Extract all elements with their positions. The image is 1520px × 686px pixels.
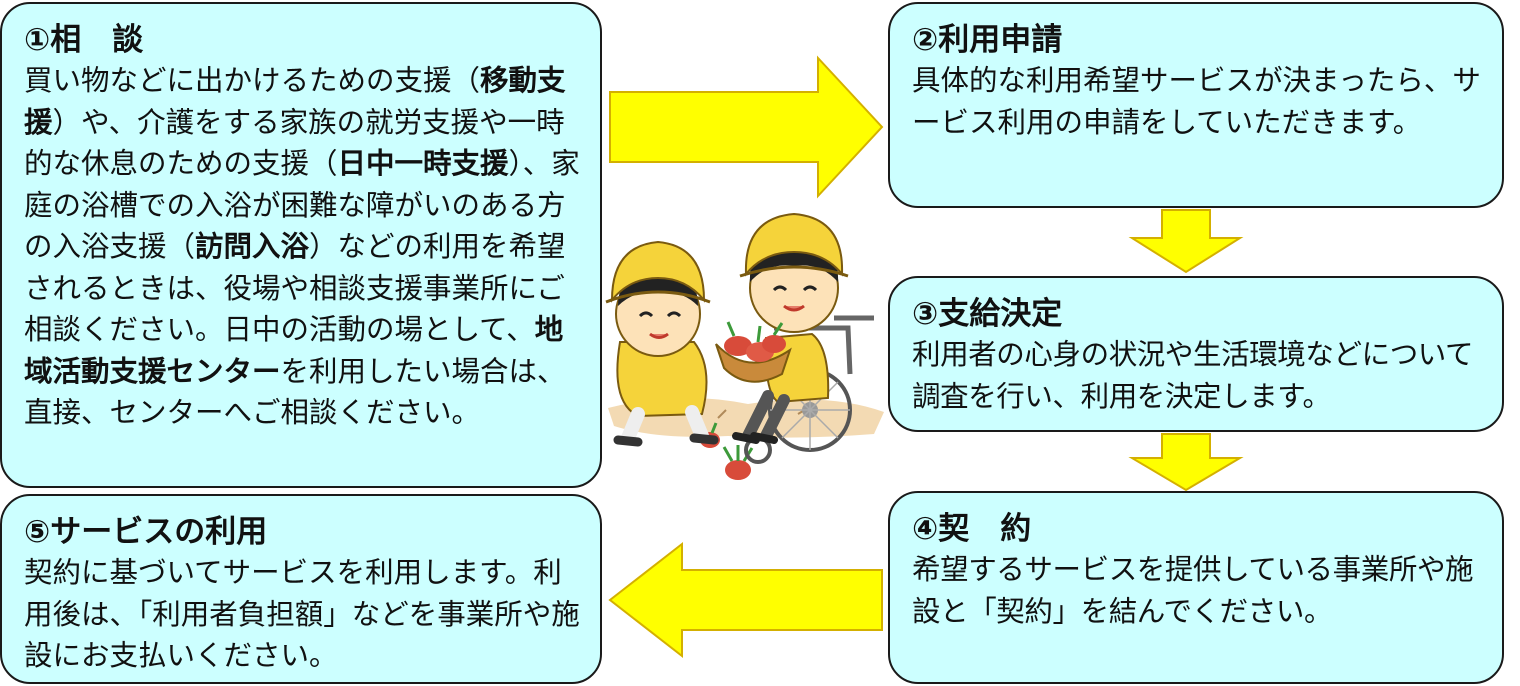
step-3-title: ③支給決定 — [912, 296, 1063, 332]
step-1-description: 買い物などに出かけるための支援（移動支援）や、介護をする家族の就労支援や一時的な… — [24, 60, 580, 434]
step-1-text-segment: を利用したい場合は、直接、センターへご相談ください。 — [24, 354, 566, 430]
step-4-contract-box: ④契 約 希望するサービスを提供している事業所や施設と「契約」を結んでください。 — [888, 491, 1504, 684]
step-1-text-segment: ）、家庭の浴槽での入浴が困難な障がいのある方の入浴支援（ — [24, 147, 580, 263]
step-4-description: 希望するサービスを提供している事業所や施設と「契約」を結んでください。 — [912, 553, 1474, 628]
service-name-highlight: 移動支援 — [24, 64, 566, 139]
step-2-title: ②利用申請 — [912, 22, 1063, 58]
arrow-right-icon — [609, 55, 884, 199]
step-1-text-segment: ）や、介護をする家族の就労支援や一時的な休息のための支援（ — [24, 105, 565, 181]
arrow-down-icon — [1128, 433, 1244, 492]
step-1-text-segment: ）などの利用を希望されるときは、役場や相談支援事業所にご相談ください。日中の活動… — [24, 230, 566, 346]
step-1-consultation-box: ①相 談 買い物などに出かけるための支援（移動支援）や、介護をする家族の就労支援… — [0, 2, 602, 488]
step-2-description: 具体的な利用希望サービスが決まったら、サービス利用の申請をしていただきます。 — [912, 64, 1481, 139]
step-2-application-box: ②利用申請 具体的な利用希望サービスが決まったら、サービス利用の申請をしていただ… — [888, 2, 1504, 208]
service-name-highlight: 地域活動支援センター — [24, 313, 564, 388]
step-5-service-use-box: ⑤サービスの利用 契約に基づいてサービスを利用します。利用後は、「利用者負担額」… — [0, 494, 602, 684]
step-3-description: 利用者の心身の状況や生活環境などについて調査を行い、利用を決定します。 — [912, 338, 1474, 413]
step-3-decision-box: ③支給決定 利用者の心身の状況や生活環境などについて調査を行い、利用を決定します… — [888, 276, 1504, 432]
step-4-title: ④契 約 — [912, 511, 1032, 547]
arrow-down-icon — [1128, 209, 1244, 274]
service-name-highlight: 訪問入浴 — [195, 230, 310, 263]
step-5-title: ⑤サービスの利用 — [24, 514, 268, 550]
step-1-title: ①相 談 — [24, 22, 144, 58]
arrow-left-icon — [608, 541, 883, 659]
children-illustration — [605, 212, 884, 480]
service-name-highlight: 日中一時支援 — [337, 147, 509, 180]
step-5-description: 契約に基づいてサービスを利用します。利用後は、「利用者負担額」などを事業所や施設… — [24, 556, 580, 672]
step-1-text-segment: 買い物などに出かけるための支援（ — [24, 64, 481, 97]
